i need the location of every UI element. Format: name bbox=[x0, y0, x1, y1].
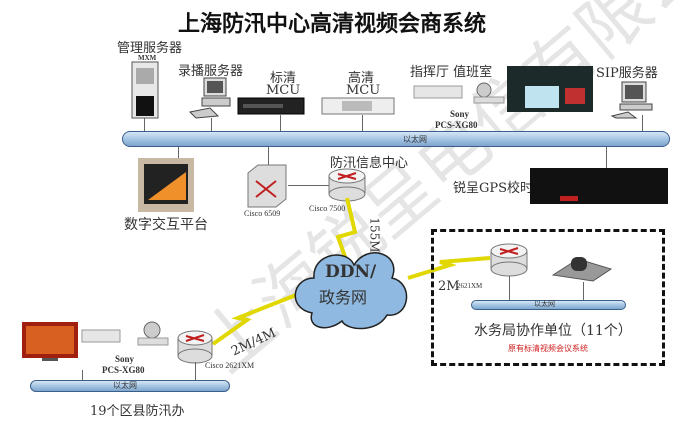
conference-camera-icon bbox=[551, 257, 613, 282]
cisco-2621xm-label: Cisco 2621XM bbox=[205, 361, 255, 370]
cisco-6509-label: Cisco 6509 bbox=[244, 209, 281, 218]
cloud-label-ddn: DDN/ bbox=[325, 262, 377, 282]
router-icon bbox=[177, 330, 213, 364]
pc-icon bbox=[188, 77, 231, 119]
router-icon bbox=[328, 168, 366, 202]
gps-label: 锐呈GPS校时器 bbox=[453, 181, 547, 196]
legacy-system-note: 原有标清视频会议系统 bbox=[508, 344, 588, 353]
center-label: 防汛信息中心 bbox=[330, 156, 409, 171]
sony-model-label: PCS-XG80 bbox=[435, 120, 478, 130]
ethernet-label: 以太网 bbox=[113, 381, 137, 390]
water-bureau-label: 水务局协作单位（11个） bbox=[474, 323, 632, 339]
pc-icon bbox=[610, 81, 653, 119]
ethernet-bus-top: 以太网 bbox=[122, 131, 670, 147]
gps-device-icon bbox=[530, 168, 668, 204]
sony-model-label: PCS-XG80 bbox=[102, 365, 145, 375]
tablet-icon bbox=[138, 158, 194, 212]
switch-icon bbox=[247, 164, 287, 208]
ethernet-bus-water: 以太网 bbox=[471, 300, 626, 310]
district-label: 19个区县防汛办 bbox=[90, 404, 185, 419]
command-duty-label: 指挥厅 值班室 bbox=[410, 65, 493, 80]
cloud-label-gov: 政务网 bbox=[319, 288, 368, 307]
video-terminal-icon bbox=[413, 82, 505, 104]
sony-label: Sony bbox=[115, 354, 135, 364]
hd-mcu-label-2: MCU bbox=[346, 83, 381, 98]
water-router-label: 2621XM bbox=[457, 282, 483, 290]
video-terminal-icon bbox=[81, 321, 169, 346]
ethernet-label: 以太网 bbox=[534, 300, 555, 308]
hd-mcu-label: 高清 bbox=[348, 71, 375, 86]
sony-label: Sony bbox=[450, 109, 470, 119]
water-link-label: 2M bbox=[438, 279, 460, 294]
mxm-label: MXM bbox=[138, 54, 157, 62]
lightning-link-district bbox=[211, 293, 297, 346]
lightning-link-155m bbox=[335, 197, 358, 266]
cisco-7500-label: Cisco 7500 bbox=[309, 204, 346, 213]
router-icon bbox=[490, 243, 528, 277]
sd-mcu-label-2: MCU bbox=[266, 83, 301, 98]
tv-icon bbox=[22, 322, 78, 361]
ethernet-bus-district: 以太网 bbox=[30, 380, 230, 392]
mgmt-server-label: 管理服务器 bbox=[117, 41, 183, 56]
sd-mcu-label: 标清 bbox=[270, 71, 297, 86]
sip-server-label: SIP服务器 bbox=[596, 66, 658, 81]
recording-server-label: 录播服务器 bbox=[178, 64, 244, 79]
video-wall-screen-icon bbox=[507, 66, 593, 112]
lightning-link-water bbox=[407, 256, 491, 280]
digital-platform-label: 数字交互平台 bbox=[124, 217, 208, 233]
diagram-title: 上海防汛中心高清视频会商系统 bbox=[178, 12, 487, 37]
ethernet-label: 以太网 bbox=[403, 135, 427, 144]
cloud-icon bbox=[294, 252, 408, 330]
server-tower-icon bbox=[131, 61, 159, 119]
hd-mcu-device-icon bbox=[321, 97, 395, 115]
sd-mcu-device-icon bbox=[237, 97, 305, 115]
water-bureau-group bbox=[431, 229, 665, 366]
